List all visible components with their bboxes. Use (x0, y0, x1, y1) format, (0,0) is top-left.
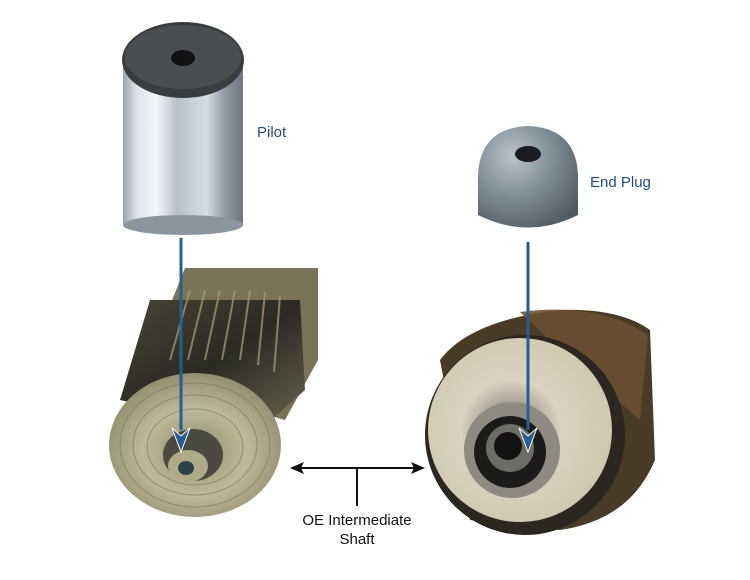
pilot-label: Pilot (257, 124, 287, 141)
end-plug-image (478, 126, 578, 228)
pilot-insert-arrow (171, 238, 191, 454)
right-shaft-image (425, 309, 655, 535)
pilot-image (122, 22, 244, 235)
shaft-label: OE Intermediate Shaft (287, 511, 427, 549)
shaft-label-line1: OE Intermediate (302, 512, 412, 529)
end-plug-insert-arrow (518, 242, 538, 454)
end-plug-label: End Plug (590, 174, 651, 191)
shaft-leader-lines (290, 462, 425, 506)
left-shaft-image (109, 268, 318, 517)
shaft-label-line2: Shaft (339, 531, 375, 548)
